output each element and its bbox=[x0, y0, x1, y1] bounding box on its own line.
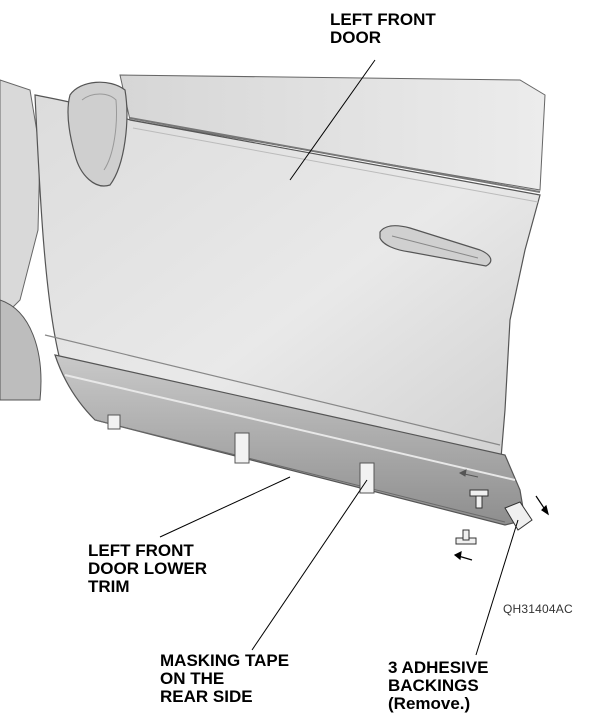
window-frame bbox=[119, 74, 546, 191]
callout-line: BACKINGS bbox=[388, 676, 479, 695]
callout-door-lower-trim: LEFT FRONT DOOR LOWER TRIM bbox=[88, 542, 207, 596]
trim-highlight bbox=[64, 374, 516, 481]
trim-arrow bbox=[458, 469, 479, 478]
trim-bottom-edge bbox=[94, 419, 506, 523]
callout-line: LEFT FRONT bbox=[88, 541, 194, 560]
callout-line: 3 ADHESIVE bbox=[388, 658, 489, 677]
callout-line: (Remove.) bbox=[388, 694, 471, 713]
lower-crease bbox=[44, 334, 501, 446]
callout-line: MASKING TAPE bbox=[160, 651, 290, 670]
vehicle-body-edge bbox=[0, 79, 41, 321]
leader-line-trim bbox=[159, 476, 291, 538]
door-handle bbox=[379, 225, 492, 267]
masking-tape-tab-1 bbox=[234, 432, 250, 464]
wheel-arch bbox=[0, 299, 42, 401]
adhesive-backing-3 bbox=[504, 501, 533, 531]
peel-arrow-2 bbox=[453, 550, 473, 561]
side-mirror bbox=[67, 81, 128, 187]
belt-highlight bbox=[132, 127, 539, 203]
callout-line: ON THE bbox=[160, 669, 225, 688]
peel-arrow-1 bbox=[535, 495, 549, 516]
leader-line-tape bbox=[251, 479, 368, 651]
leader-line-door bbox=[289, 59, 376, 181]
callout-line: TRIM bbox=[88, 577, 130, 596]
callout-adhesive-backings: 3 ADHESIVE BACKINGS (Remove.) bbox=[388, 659, 488, 713]
handle-groove bbox=[391, 235, 479, 259]
belt-line bbox=[129, 117, 541, 193]
callout-line: DOOR bbox=[330, 28, 381, 47]
callout-masking-tape: MASKING TAPE ON THE REAR SIDE bbox=[160, 652, 289, 706]
adhesive-backing-1 bbox=[469, 489, 489, 509]
masking-tape-tab-3 bbox=[107, 414, 121, 430]
callout-line: DOOR LOWER bbox=[88, 559, 207, 578]
mirror-highlight bbox=[81, 93, 117, 171]
adhesive-backing-2 bbox=[455, 529, 477, 545]
masking-tape-tab-2 bbox=[359, 462, 375, 494]
leader-line-backings bbox=[475, 519, 519, 656]
callout-line: REAR SIDE bbox=[160, 687, 253, 706]
illustration-code: QH31404AC bbox=[503, 602, 573, 616]
callout-left-front-door: LEFT FRONT DOOR bbox=[330, 11, 436, 47]
callout-line: LEFT FRONT bbox=[330, 10, 436, 29]
